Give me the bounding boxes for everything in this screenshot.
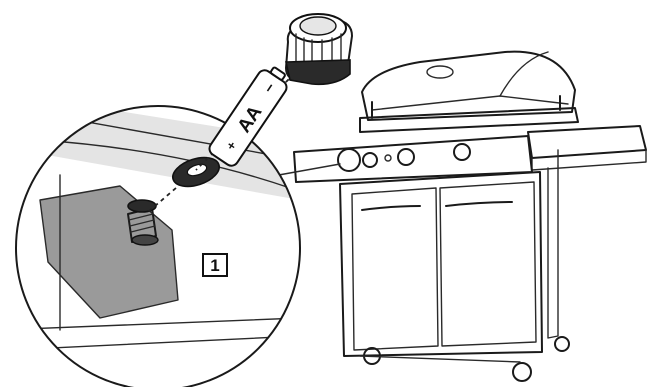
igniter-callout-circle <box>338 149 360 171</box>
grill-lid <box>360 52 578 132</box>
burner-knob-2 <box>398 149 414 165</box>
igniter-cap <box>286 14 352 84</box>
burner-knob-3 <box>454 144 470 160</box>
step-number-text: 1 <box>210 256 219 275</box>
gas-grill <box>294 52 646 381</box>
grill-cabinet <box>340 150 558 356</box>
burner-knob-1 <box>363 153 377 167</box>
grill-casters <box>360 337 569 381</box>
step-number-badge: 1 <box>203 254 227 276</box>
side-shelf <box>528 126 646 158</box>
